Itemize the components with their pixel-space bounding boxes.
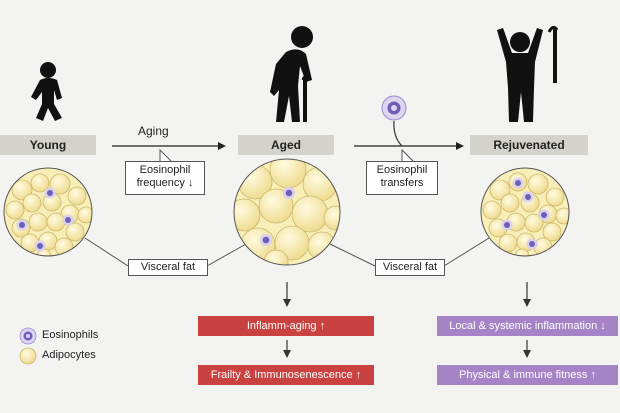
eosinophil-cell-icon	[19, 327, 37, 345]
arms-raised-cane-icon	[497, 25, 559, 122]
young-adipose-tissue	[4, 168, 92, 256]
eosinophil-cells	[260, 187, 295, 246]
rejuvenated-adipose-tissue	[481, 168, 569, 256]
eosinophil-transfer-callout: Eosinophil transfers	[366, 161, 438, 195]
legend-eosinophils: Eosinophils	[42, 329, 99, 341]
legend-adipocytes: Adipocytes	[42, 349, 96, 361]
physical-immune-fitness-bar: Physical & immune fitness ↑	[437, 365, 618, 385]
aging-arrow-label: Aging	[138, 124, 169, 138]
child-figure-icon	[31, 62, 62, 121]
stage-label-aged: Aged	[238, 135, 334, 155]
injected-eosinophil-icon	[381, 95, 407, 147]
eosinophil-frequency-callout: Eosinophil frequency ↓	[125, 161, 205, 195]
visceral-fat-label-left: Visceral fat	[128, 259, 208, 276]
stage-label-young: Young	[0, 135, 96, 155]
local-systemic-inflammation-bar: Local & systemic inflammation ↓	[437, 316, 618, 336]
callout-line-2: frequency ↓	[136, 177, 194, 189]
elderly-with-cane-icon	[270, 26, 313, 122]
callout-line-1: Eosinophil	[139, 164, 191, 176]
adipocyte-cell-icon	[19, 347, 37, 365]
frailty-immunosenescence-bar: Frailty & Immunosenescence ↑	[198, 365, 374, 385]
callout-line-2: transfers	[380, 177, 424, 189]
visceral-fat-label-right: Visceral fat	[375, 259, 445, 276]
callout-line-1: Eosinophil	[376, 164, 428, 176]
eosinophil-cells	[16, 187, 74, 252]
eosinophil-cells	[501, 177, 550, 250]
aged-adipose-tissue	[234, 159, 340, 265]
inflamm-aging-bar: Inflamm-aging ↑	[198, 316, 374, 336]
stage-label-rejuvenated: Rejuvenated	[470, 135, 588, 155]
